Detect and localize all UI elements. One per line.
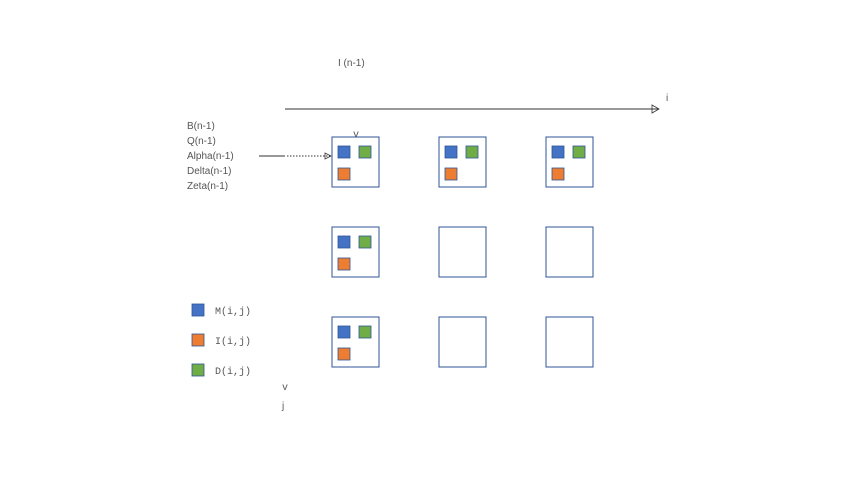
legend-swatch bbox=[191, 333, 205, 347]
d-state-square bbox=[358, 325, 372, 339]
param-pointer-arrowhead bbox=[324, 152, 332, 160]
grid-cell bbox=[545, 136, 594, 188]
j-down-marker: v bbox=[282, 383, 288, 394]
cell-box bbox=[438, 226, 487, 278]
param-label: Q(n-1) bbox=[187, 136, 216, 147]
i-state-square bbox=[337, 347, 351, 361]
grid-cell bbox=[438, 316, 487, 368]
i-axis-arrowhead bbox=[651, 104, 660, 114]
i-state-square bbox=[337, 167, 351, 181]
legend: M(i,j) I(i,j) D(i,j) bbox=[191, 303, 251, 378]
i-state-square bbox=[551, 167, 565, 181]
d-state-square bbox=[358, 235, 372, 249]
grid-cell bbox=[545, 316, 594, 368]
m-state-square bbox=[337, 325, 351, 339]
i-axis-label: i bbox=[666, 93, 668, 104]
m-state-square bbox=[551, 145, 565, 159]
legend-label: I(i,j) bbox=[215, 336, 251, 348]
j-axis-label: j bbox=[281, 401, 284, 412]
d-state-square bbox=[465, 145, 479, 159]
grid-cell bbox=[331, 136, 380, 188]
m-state-square bbox=[444, 145, 458, 159]
i-state-square bbox=[337, 257, 351, 271]
cell-box bbox=[438, 316, 487, 368]
param-label: Delta(n-1) bbox=[187, 166, 231, 177]
legend-swatch bbox=[191, 363, 205, 377]
cell-box bbox=[545, 226, 594, 278]
legend-label: D(i,j) bbox=[215, 366, 251, 378]
top-down-marker: v bbox=[353, 130, 359, 141]
cell-grid bbox=[331, 136, 594, 368]
m-state-square bbox=[337, 235, 351, 249]
grid-cell bbox=[438, 136, 487, 188]
grid-cell bbox=[331, 226, 380, 278]
parameter-list: B(n-1) Q(n-1) Alpha(n-1) Delta(n-1) Zeta(n-1… bbox=[187, 121, 234, 192]
legend-label: M(i,j) bbox=[215, 306, 251, 318]
param-label: B(n-1) bbox=[187, 121, 215, 132]
param-label: Zeta(n-1) bbox=[187, 181, 228, 192]
grid-cell bbox=[438, 226, 487, 278]
param-label: Alpha(n-1) bbox=[187, 151, 234, 162]
grid-cell bbox=[331, 316, 380, 368]
m-state-square bbox=[337, 145, 351, 159]
legend-swatch bbox=[191, 303, 205, 317]
top-label: I (n-1) bbox=[338, 58, 365, 69]
i-state-square bbox=[444, 167, 458, 181]
d-state-square bbox=[572, 145, 586, 159]
cell-box bbox=[545, 316, 594, 368]
d-state-square bbox=[358, 145, 372, 159]
cell-box bbox=[331, 316, 380, 368]
grid-cell bbox=[545, 226, 594, 278]
